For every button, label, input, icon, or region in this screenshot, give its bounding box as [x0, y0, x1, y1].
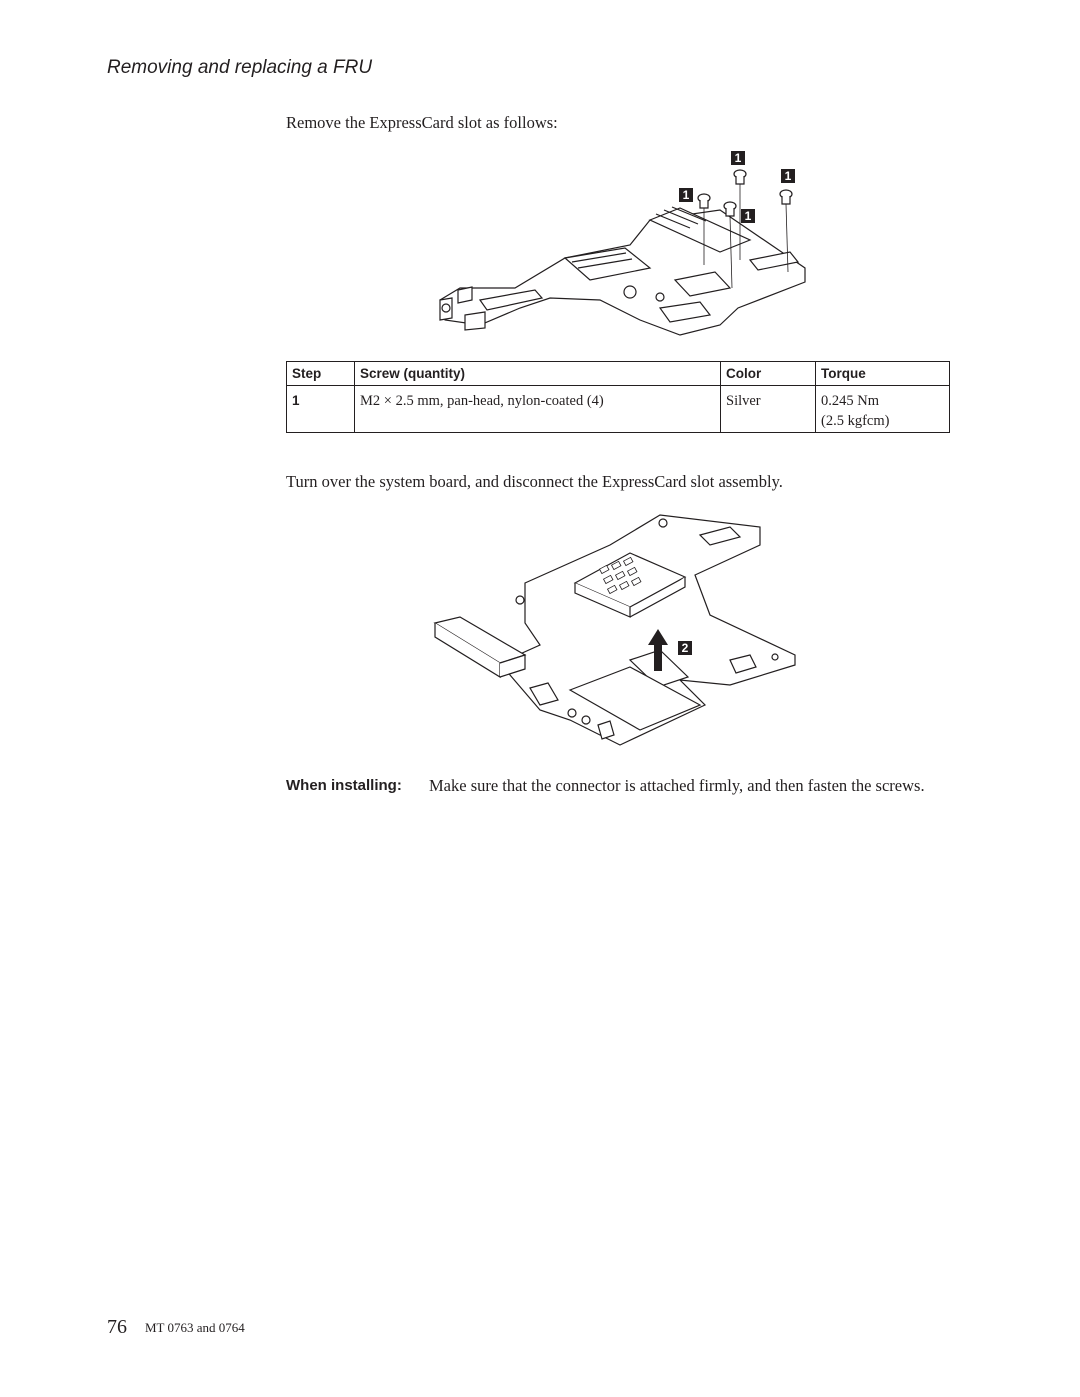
- header-step: Step: [286, 361, 355, 386]
- svg-text:1: 1: [683, 188, 690, 202]
- footer-text: MT 0763 and 0764: [145, 1320, 245, 1335]
- callout-1c: 1: [679, 188, 693, 202]
- callout-1d: 1: [741, 209, 755, 223]
- header-color: Color: [720, 361, 816, 386]
- step2-text: Turn over the system board, and disconne…: [286, 472, 783, 491]
- figure-screws-diagram: 1 1 1 1: [439, 151, 806, 336]
- header-torque: Torque: [815, 361, 950, 386]
- figure-expresscard-diagram: 2: [433, 514, 796, 746]
- when-installing-label: When installing:: [286, 777, 402, 794]
- lift-arrow: [648, 629, 668, 671]
- cell-torque: 0.245 Nm (2.5 kgfcm): [815, 385, 950, 433]
- page-number: 76: [107, 1316, 127, 1338]
- svg-text:2: 2: [682, 641, 689, 655]
- callout-1b: 1: [781, 169, 795, 183]
- callout-2: 2: [678, 641, 692, 655]
- svg-text:1: 1: [745, 209, 752, 223]
- screw-spec-table: Step Screw (quantity) Color Torque 1 M2 …: [286, 361, 950, 433]
- cell-color: Silver: [720, 385, 816, 433]
- intro-text: Remove the ExpressCard slot as follows:: [286, 113, 558, 132]
- svg-text:1: 1: [735, 151, 742, 165]
- cell-step: 1: [286, 385, 355, 433]
- when-installing-text: Make sure that the connector is attached…: [429, 776, 925, 795]
- table-row: 1 M2 × 2.5 mm, pan-head, nylon-coated (4…: [286, 385, 950, 433]
- torque-nm: 0.245 Nm: [821, 393, 879, 409]
- header-screw: Screw (quantity): [354, 361, 721, 386]
- section-header: Removing and replacing a FRU: [107, 57, 373, 78]
- torque-kgfcm: (2.5 kgfcm): [821, 413, 890, 429]
- table-header-row: Step Screw (quantity) Color Torque: [286, 361, 950, 386]
- callout-1a: 1: [731, 151, 745, 165]
- svg-text:1: 1: [785, 169, 792, 183]
- cell-screw: M2 × 2.5 mm, pan-head, nylon-coated (4): [354, 385, 721, 433]
